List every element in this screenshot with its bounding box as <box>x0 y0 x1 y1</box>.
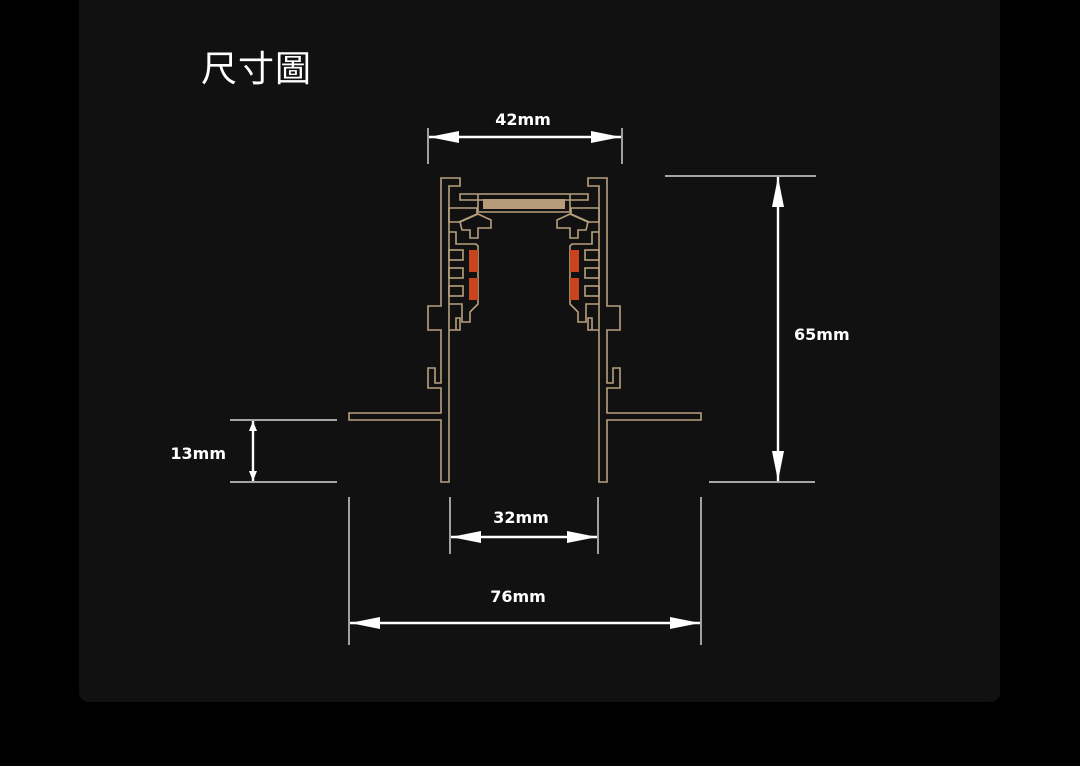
right-slot-1 <box>584 249 600 261</box>
conductor-right-top <box>570 250 579 272</box>
dimension-lines <box>230 128 816 645</box>
left-conductor-housing <box>449 231 479 323</box>
left-slot-3 <box>448 285 464 297</box>
conductor-left-top <box>469 250 478 272</box>
conductor-left-bottom <box>469 278 478 300</box>
dim-label-42: 42mm <box>495 110 551 129</box>
dim-label-76: 76mm <box>490 587 546 606</box>
conductors <box>469 250 579 300</box>
conductor-right-bottom <box>570 278 579 300</box>
drawing-panel <box>79 0 1000 702</box>
left-slot-1 <box>448 249 464 261</box>
top-cover-frame <box>477 194 571 213</box>
right-hook <box>556 213 589 239</box>
top-cover-strip <box>483 199 565 209</box>
right-conductor-housing <box>569 231 599 323</box>
dim-label-13: 13mm <box>170 444 226 463</box>
dim-label-65: 65mm <box>794 325 850 344</box>
right-slot-3 <box>584 285 600 297</box>
left-slot-2 <box>448 267 464 279</box>
right-wall-outline <box>587 177 702 483</box>
page-title: 尺寸圖 <box>201 49 313 90</box>
dim-label-32: 32mm <box>493 508 549 527</box>
right-slot-2 <box>584 267 600 279</box>
left-wall-outline <box>348 177 461 483</box>
track-profile <box>348 177 702 483</box>
top-bridge <box>459 193 589 201</box>
left-hook <box>459 213 492 239</box>
left-inner-wall <box>449 317 461 331</box>
right-inner-wall <box>587 317 599 331</box>
